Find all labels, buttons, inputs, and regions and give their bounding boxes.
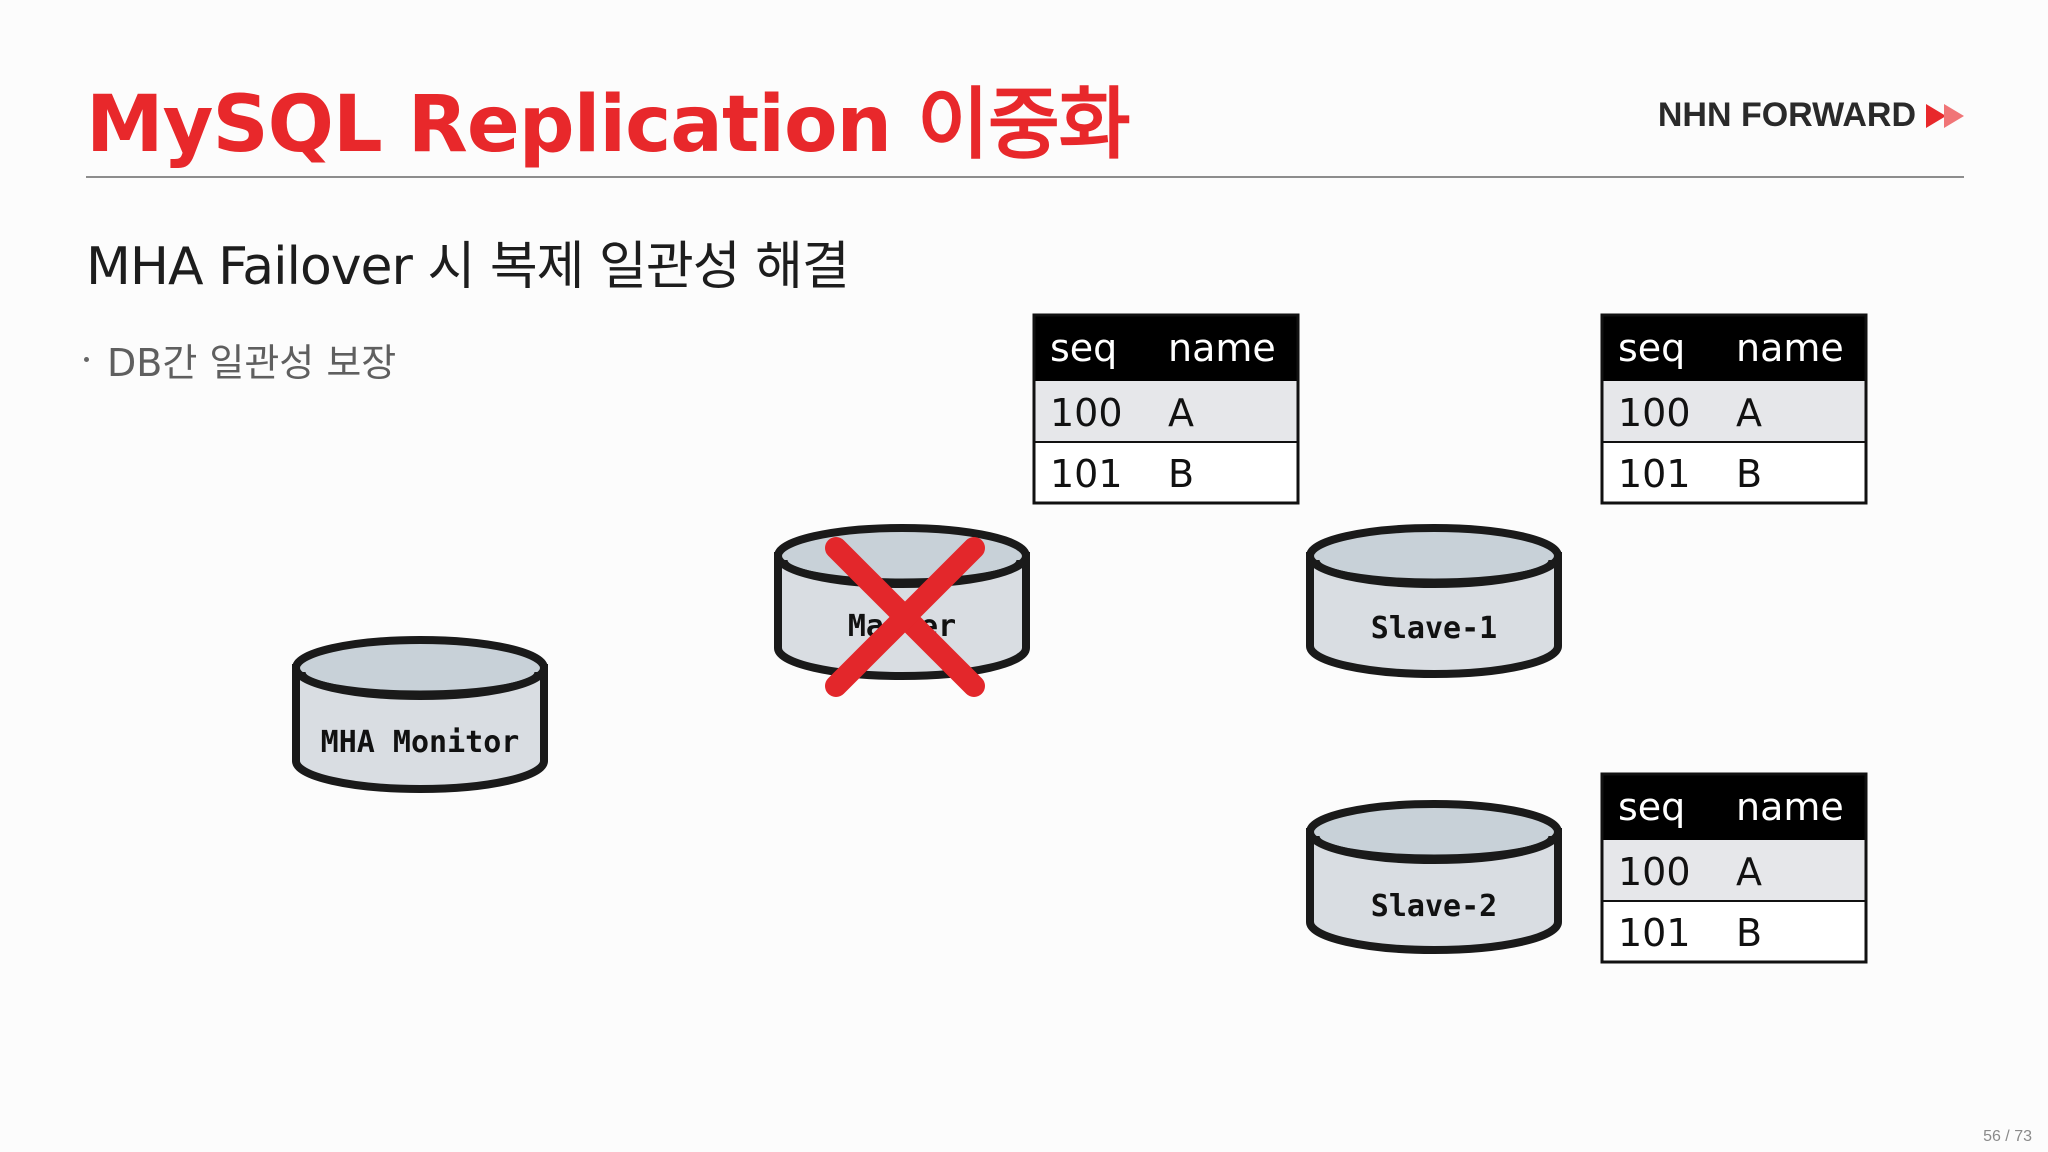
- table-cell: 101: [1050, 452, 1123, 496]
- master-table: seq name 100 A 101 B: [1032, 313, 1300, 505]
- slave-1-label: Slave-1: [1371, 611, 1497, 646]
- mha-monitor-label: MHA Monitor: [321, 725, 520, 760]
- table-cell: 100: [1618, 850, 1691, 894]
- table-cell: 100: [1618, 391, 1691, 435]
- table-cell: A: [1736, 391, 1762, 435]
- title-divider: [86, 176, 1964, 178]
- page-number: 56 / 73: [1983, 1128, 2032, 1145]
- table-header-seq: seq: [1618, 785, 1685, 829]
- forward-arrows-icon: [1926, 103, 1964, 128]
- bullet-item: DB간 일관성 보장: [84, 332, 396, 387]
- table-header-name: name: [1736, 785, 1844, 829]
- table-header-seq: seq: [1050, 326, 1117, 370]
- bullet-dot-icon: [84, 357, 89, 362]
- table-cell: 100: [1050, 391, 1123, 435]
- brand-logo: NHN FORWARD: [1658, 96, 1964, 135]
- slave-1-table: seq name 100 A 101 B: [1600, 313, 1868, 505]
- table-cell: 101: [1618, 452, 1691, 496]
- bullet-text: DB간 일관성 보장: [107, 341, 397, 385]
- slide-subtitle: MHA Failover 시 복제 일관성 해결: [86, 237, 850, 297]
- table-cell: B: [1736, 911, 1762, 955]
- table-header-name: name: [1736, 326, 1844, 370]
- table-cell: 101: [1618, 911, 1691, 955]
- slave-2-label: Slave-2: [1371, 889, 1497, 924]
- slave-1-db: Slave-1: [1306, 524, 1562, 678]
- table-header-seq: seq: [1618, 326, 1685, 370]
- slave-2-db: Slave-2: [1306, 800, 1562, 954]
- mha-monitor-db: MHA Monitor: [292, 636, 548, 793]
- table-header-name: name: [1168, 326, 1276, 370]
- table-cell: B: [1736, 452, 1762, 496]
- table-cell: A: [1736, 850, 1762, 894]
- brand-name: NHN FORWARD: [1657, 96, 1916, 134]
- table-cell: B: [1168, 452, 1194, 496]
- slide-title: MySQL Replication 이중화: [86, 80, 1131, 170]
- failed-cross-icon: [825, 537, 985, 697]
- table-cell: A: [1168, 391, 1194, 435]
- slave-2-table: seq name 100 A 101 B: [1600, 772, 1868, 964]
